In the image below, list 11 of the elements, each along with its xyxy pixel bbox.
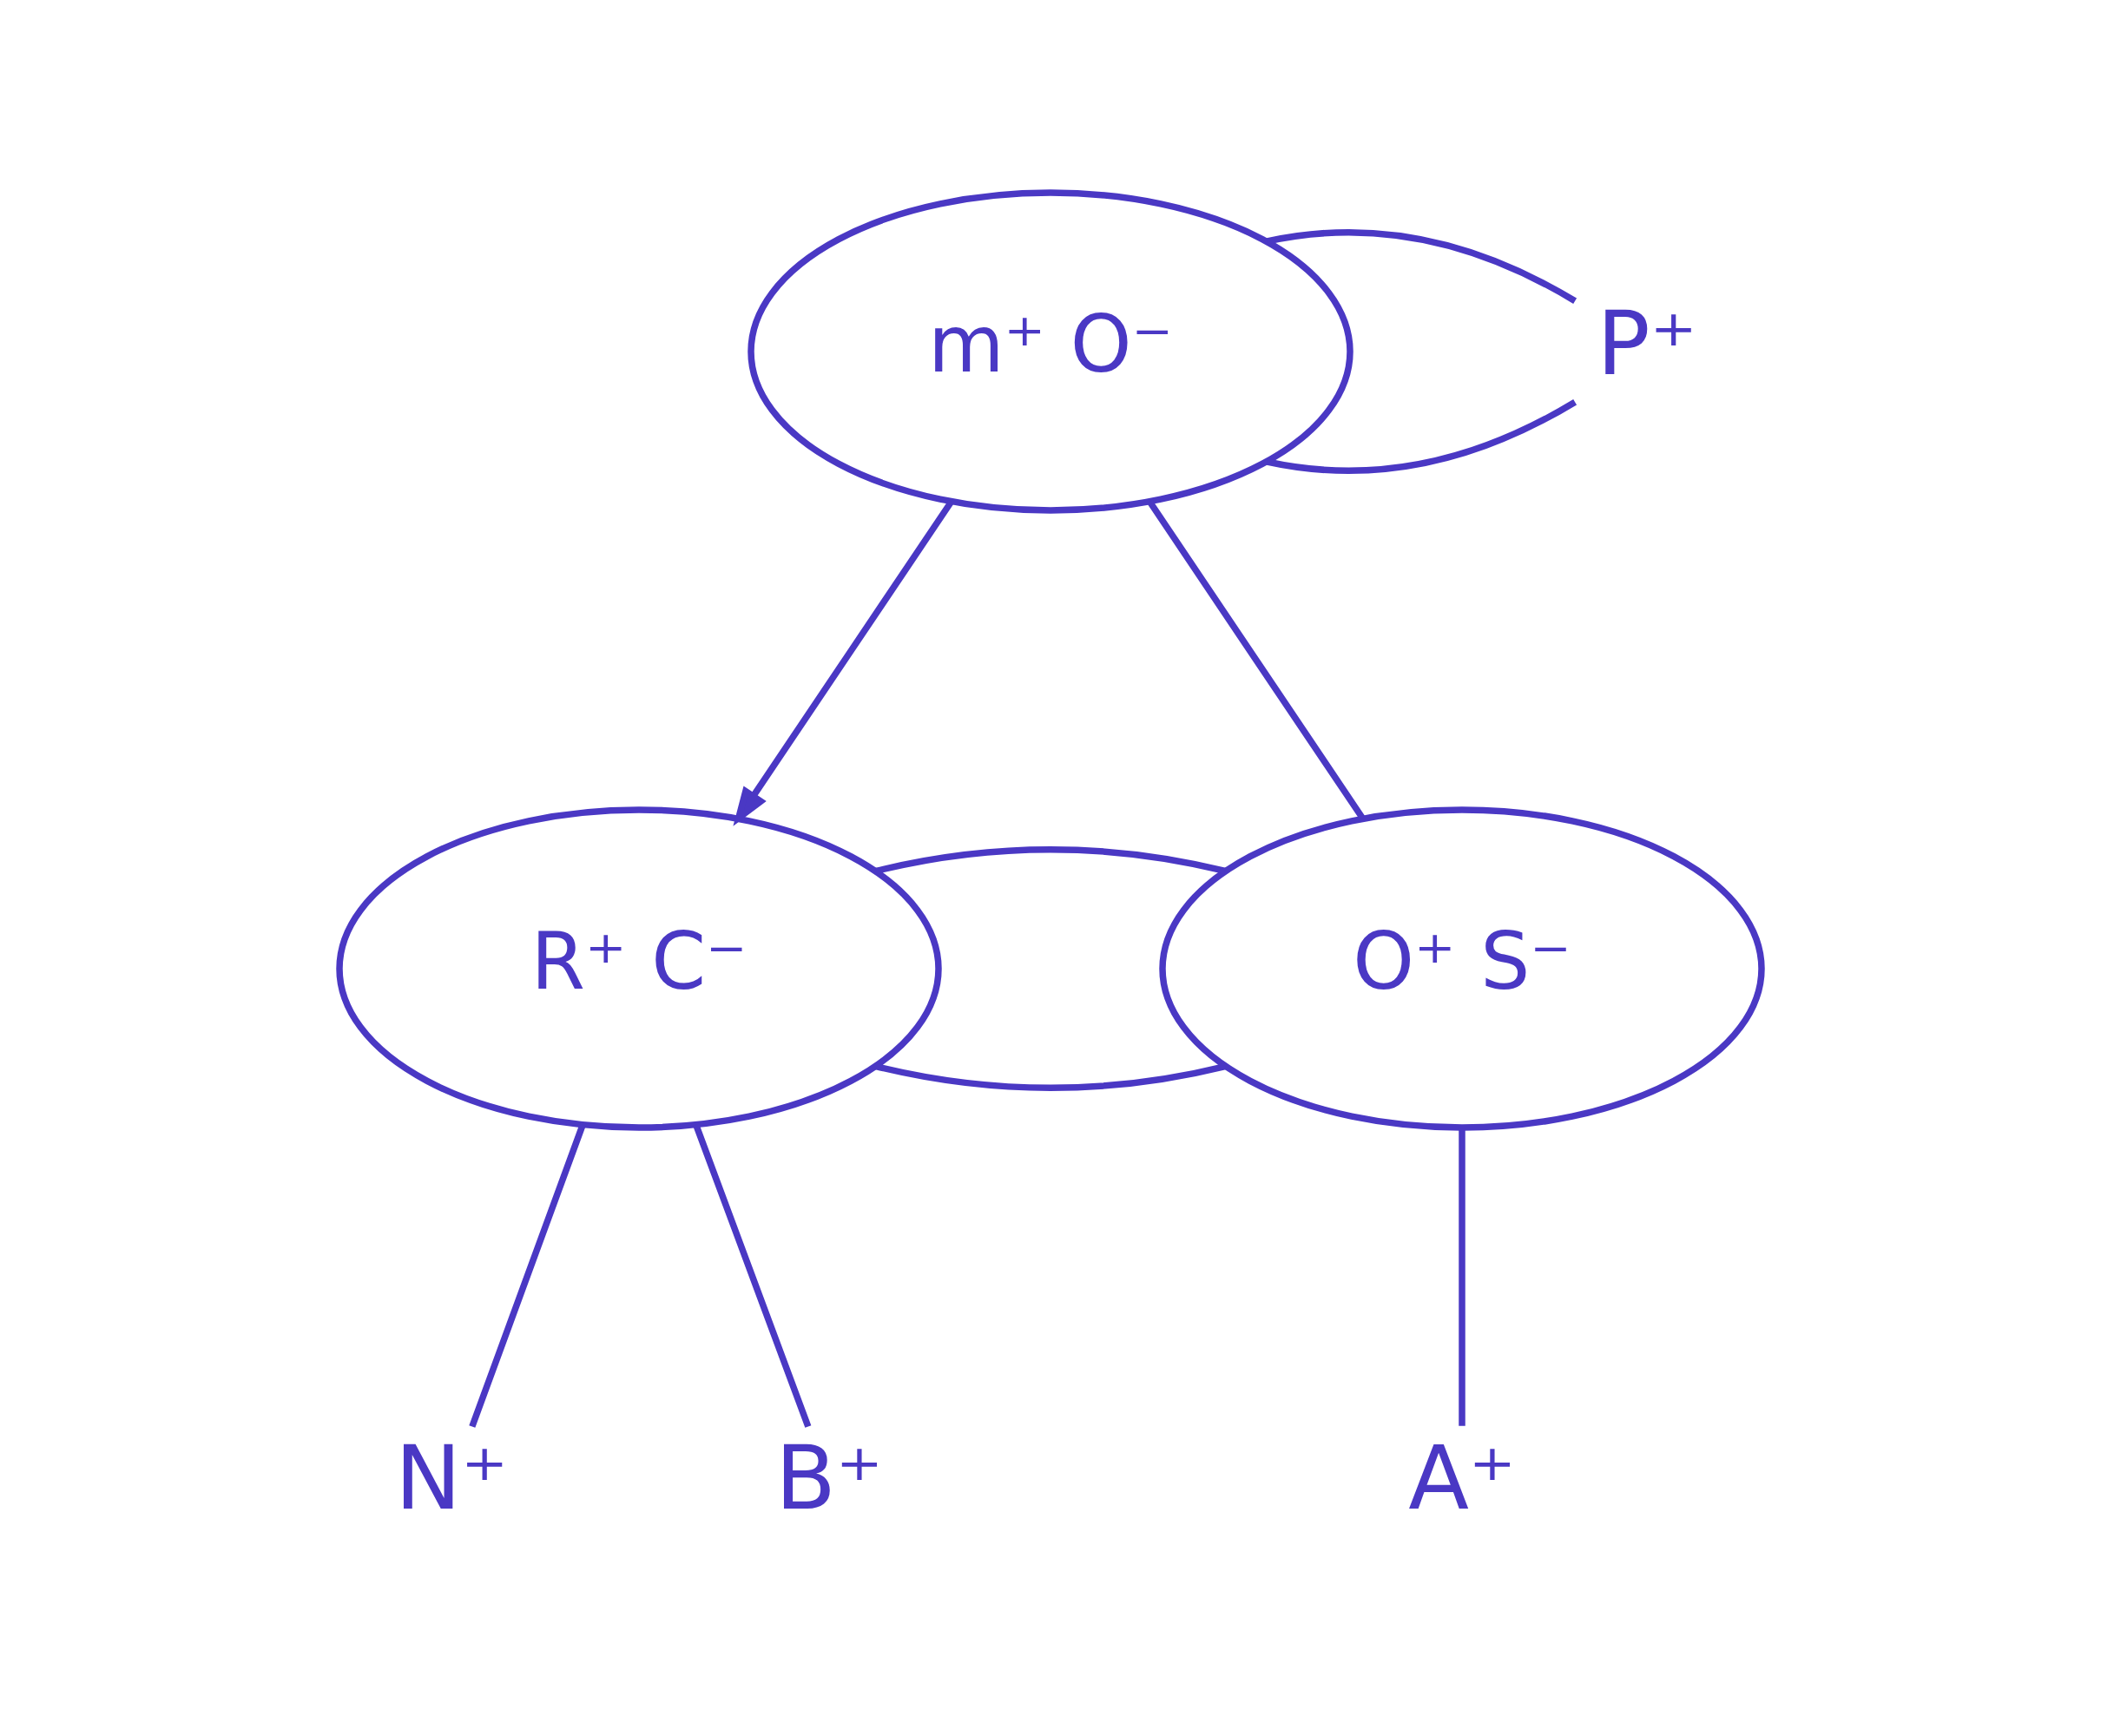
node-ellipse: R⁺ C⁻ [336, 806, 942, 1131]
connector [875, 1062, 1226, 1091]
connector [1266, 398, 1577, 474]
node-text: N⁺ [394, 1425, 509, 1529]
node-ellipse: m⁺ O⁻ [748, 188, 1353, 514]
node-ellipse: O⁺ S⁻ [1159, 806, 1765, 1131]
connector [1266, 228, 1577, 304]
node-text: A⁺ [1408, 1425, 1516, 1529]
node-text: P⁺ [1597, 291, 1697, 395]
node-text: B⁺ [775, 1425, 883, 1529]
connector [875, 845, 1226, 874]
